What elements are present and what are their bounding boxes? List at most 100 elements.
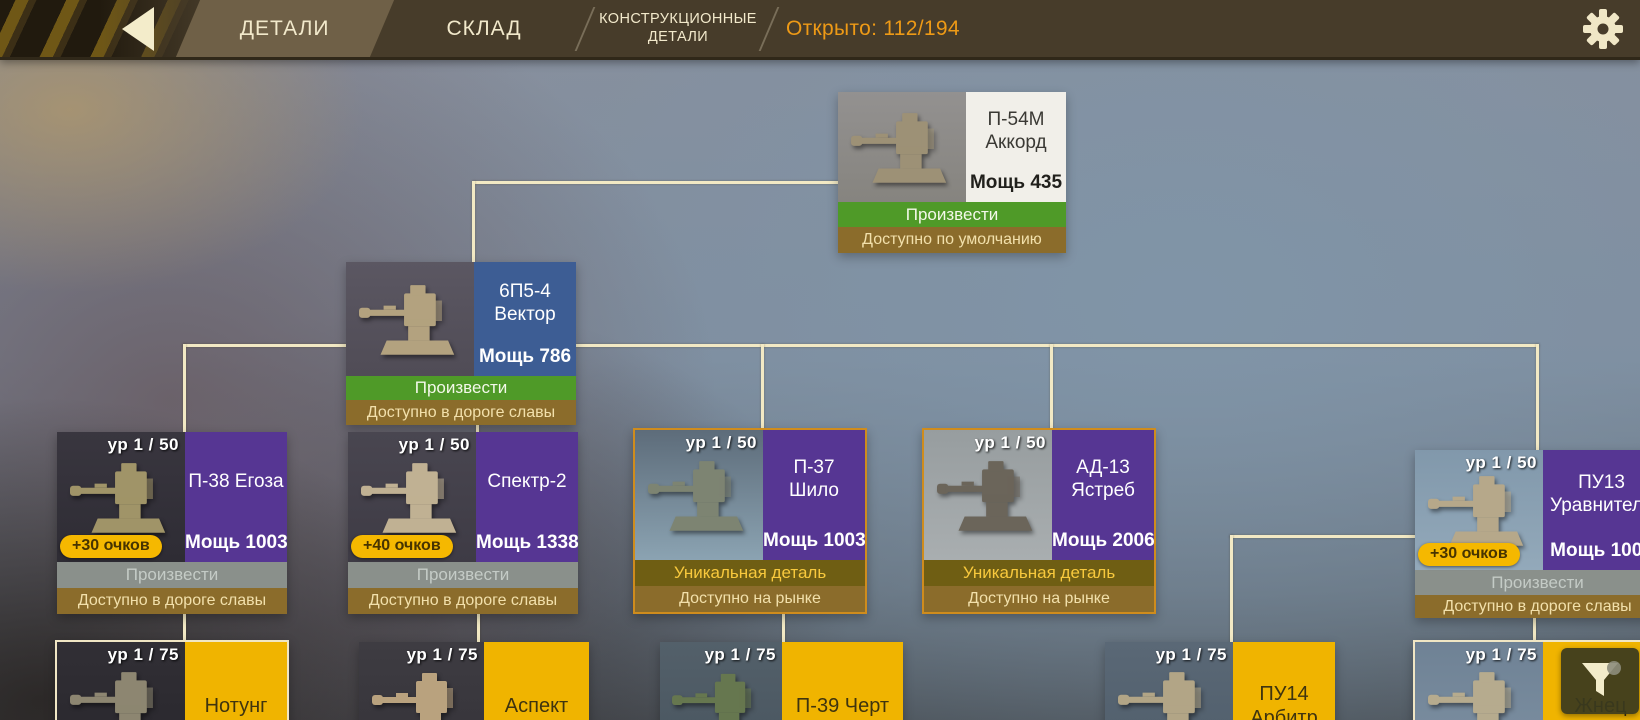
unique-part-label: Уникальная деталь [635, 560, 865, 586]
back-button[interactable] [122, 6, 158, 52]
connector-line [761, 344, 764, 430]
machinegun-icon [1117, 672, 1214, 720]
level-label: ур 1 / 75 [406, 645, 478, 664]
item-image: ур 1 / 75 [660, 642, 782, 720]
item-name: ПУ13 Уравнитель [1550, 472, 1640, 516]
tab-details[interactable]: ДЕТАЛИ [175, 0, 395, 57]
tab-structural-parts[interactable]: КОНСТРУКЦИОННЫЕ ДЕТАЛИ [599, 11, 757, 45]
item-name: П-54М Аккорд [985, 109, 1047, 153]
top-bar: ДЕТАЛИ СКЛАД КОНСТРУКЦИОННЫЕ ДЕТАЛИ Откр… [0, 0, 1640, 60]
connector-line [1230, 535, 1416, 538]
item-power: Мощь 786 [478, 346, 572, 367]
machinegun-icon [360, 463, 457, 533]
availability-label: Доступно в дороге славы [348, 588, 578, 614]
connector-line [474, 181, 838, 184]
connector-line [476, 424, 479, 434]
tree-node-pu14-arbitr[interactable]: ур 1 / 75 ПУ14 Арбитр [1105, 642, 1335, 720]
points-badge: +40 очков [351, 535, 453, 558]
settings-button[interactable] [1582, 8, 1624, 50]
item-name: АД-13 Ястреб [1071, 457, 1135, 501]
tree-node-vektor[interactable]: 6П5-4 Вектор Мощь 786 Произвести Доступн… [346, 262, 576, 425]
availability-label: Доступно на рынке [635, 586, 865, 612]
item-panel: 6П5-4 Вектор Мощь 786 [474, 262, 576, 376]
item-power: Мощь 1003 [763, 530, 866, 551]
tree-node-aspekt[interactable]: ур 1 / 75 Аспект [359, 642, 589, 720]
machinegun-icon [358, 285, 455, 355]
item-image [838, 92, 966, 202]
item-name: П-37 Шило [789, 457, 839, 501]
level-label: ур 1 / 50 [685, 433, 757, 452]
item-image: ур 1 / 75 [1415, 642, 1543, 720]
tree-node-p39-chert[interactable]: ур 1 / 75 П-39 Черт [660, 642, 903, 720]
level-label: ур 1 / 75 [107, 645, 179, 664]
machinegun-icon [647, 461, 744, 531]
connector-line [1533, 618, 1536, 644]
item-name: П-39 Черт [795, 695, 890, 717]
connector-line [183, 344, 1539, 347]
level-label: ур 1 / 50 [107, 435, 179, 454]
item-name: Нотунг [204, 695, 268, 717]
item-name: ПУ14 Арбитр [1250, 683, 1318, 720]
connector-line [472, 181, 475, 264]
produce-button[interactable]: Произвести [838, 202, 1066, 227]
tree-node-pu13-uravnitel[interactable]: ур 1 / 50 +30 очков ПУ13 Уравнитель Мощь… [1415, 450, 1640, 618]
item-image: ур 1 / 75 [57, 642, 185, 720]
item-name: Спектр-2 [487, 470, 567, 492]
level-label: ур 1 / 50 [1465, 453, 1537, 472]
unlocked-counter: Открыто: 112/194 [786, 16, 960, 40]
item-power: Мощь 435 [969, 172, 1063, 193]
item-image: ур 1 / 75 [359, 642, 484, 720]
item-power: Мощь 1003 [185, 532, 288, 553]
back-arrow-icon [122, 6, 154, 51]
tree-node-p54m-akkord[interactable]: П-54М Аккорд Мощь 435 Произвести Доступн… [838, 92, 1066, 253]
level-label: ур 1 / 50 [974, 433, 1046, 452]
item-panel: Аспект [484, 642, 589, 720]
item-image: ур 1 / 50 [924, 430, 1052, 560]
filter-button[interactable] [1561, 648, 1639, 714]
tree-node-yastreb[interactable]: ур 1 / 50 АД-13 Ястреб Мощь 2006 Уникаль… [922, 428, 1156, 614]
item-power: Мощь 1338 [476, 532, 579, 553]
connector-line [1230, 535, 1233, 644]
connector-line [477, 613, 480, 644]
level-label: ур 1 / 75 [1465, 645, 1537, 664]
produce-button[interactable]: Произвести [346, 376, 576, 400]
points-badge: +30 очков [1418, 543, 1520, 566]
connector-line [782, 610, 785, 644]
machinegun-icon [672, 673, 763, 720]
item-name: Аспект [504, 695, 569, 717]
connector-line [1536, 344, 1539, 452]
tree-node-egoza[interactable]: ур 1 / 50 +30 очков П-38 Егоза Мощь 1003… [57, 432, 288, 614]
connector-line [1050, 344, 1053, 430]
hazard-stripes-decoration [0, 0, 220, 57]
machinegun-icon [69, 672, 166, 720]
produce-button[interactable]: Произвести [348, 562, 578, 588]
tree-node-shilo[interactable]: ур 1 / 50 П-37 Шило Мощь 1003 Уникальная… [633, 428, 867, 614]
item-panel: П-37 Шило Мощь 1003 [763, 430, 866, 560]
connector-line [183, 344, 186, 434]
machinegun-icon [69, 463, 166, 533]
tree-node-spektr2[interactable]: ур 1 / 50 +40 очков Спектр-2 Мощь 1338 П… [348, 432, 579, 614]
item-panel: П-54М Аккорд Мощь 435 [966, 92, 1066, 202]
availability-label: Доступно в дороге славы [1415, 595, 1640, 618]
machinegun-icon [1427, 672, 1524, 720]
item-image: ур 1 / 50 +30 очков [57, 432, 185, 562]
tree-node-notung[interactable]: ур 1 / 75 Нотунг [55, 640, 289, 720]
availability-label: Доступно на рынке [924, 586, 1154, 612]
item-image [346, 262, 474, 376]
item-panel: П-38 Егоза Мощь 1003 [185, 432, 288, 562]
tab-warehouse[interactable]: СКЛАД [390, 17, 578, 41]
item-power: Мощь 2006 [1052, 530, 1155, 551]
tab-label: СКЛАД [446, 16, 522, 40]
machinegun-icon [936, 461, 1033, 531]
produce-button[interactable]: Произвести [1415, 570, 1640, 595]
produce-button[interactable]: Произвести [57, 562, 287, 588]
tab-label: ДЕТАЛИ [240, 16, 330, 40]
level-label: ур 1 / 50 [398, 435, 470, 454]
funnel-filter-icon [1582, 661, 1621, 696]
availability-label: Доступно в дороге славы [346, 400, 576, 425]
machinegun-icon [1427, 476, 1524, 546]
machinegun-icon [850, 113, 947, 183]
gear-icon [1583, 8, 1623, 49]
availability-label: Доступно по умолчанию [838, 227, 1066, 253]
